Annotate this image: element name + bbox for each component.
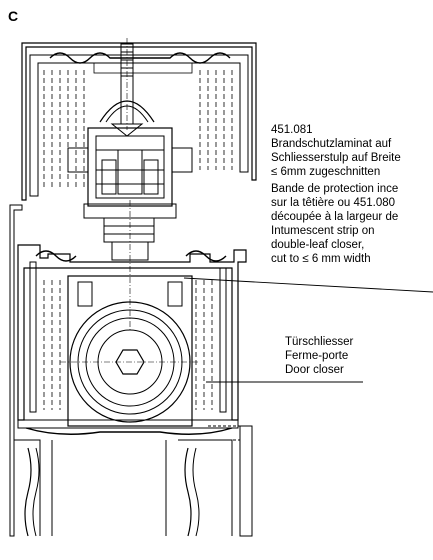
door-closer-body — [60, 275, 200, 427]
label-line: Door closer — [285, 364, 344, 376]
label-line: Intumescent strip on — [271, 225, 375, 237]
upper-frame-profile — [21, 42, 257, 201]
closer-mounting-body — [67, 127, 193, 330]
label-line: ≤ 6mm zugeschnitten — [271, 166, 381, 178]
label-line: Schliesserstulp auf Breite — [271, 152, 401, 164]
lower-frame-profile — [9, 204, 253, 537]
label-line: Bande de protection ince — [271, 183, 399, 195]
leader-lines — [183, 277, 433, 383]
label-line: sur la têtière ou 451.080 — [271, 197, 396, 209]
fire-strip-label-de: 451.081 Brandschutzlaminat auf Schliesse… — [271, 123, 401, 179]
label-line: cut to ≤ 6 mm width — [271, 253, 371, 265]
door-closer-label: Türschliesser Ferme-porte Door closer — [285, 335, 353, 377]
label-line: double-leaf closer, — [271, 239, 365, 251]
top-screw — [99, 38, 155, 137]
label-line: Türschliesser — [285, 336, 354, 348]
label-line: Brandschutzlaminat auf — [271, 138, 392, 150]
fire-strip-label-fr-en: Bande de protection ince sur la têtière … — [271, 182, 398, 266]
label-line: Ferme-porte — [285, 350, 349, 362]
label-line: 451.081 — [271, 124, 313, 136]
label-line: découpée à la largeur de — [271, 211, 399, 223]
panel-letter: C — [8, 8, 19, 24]
